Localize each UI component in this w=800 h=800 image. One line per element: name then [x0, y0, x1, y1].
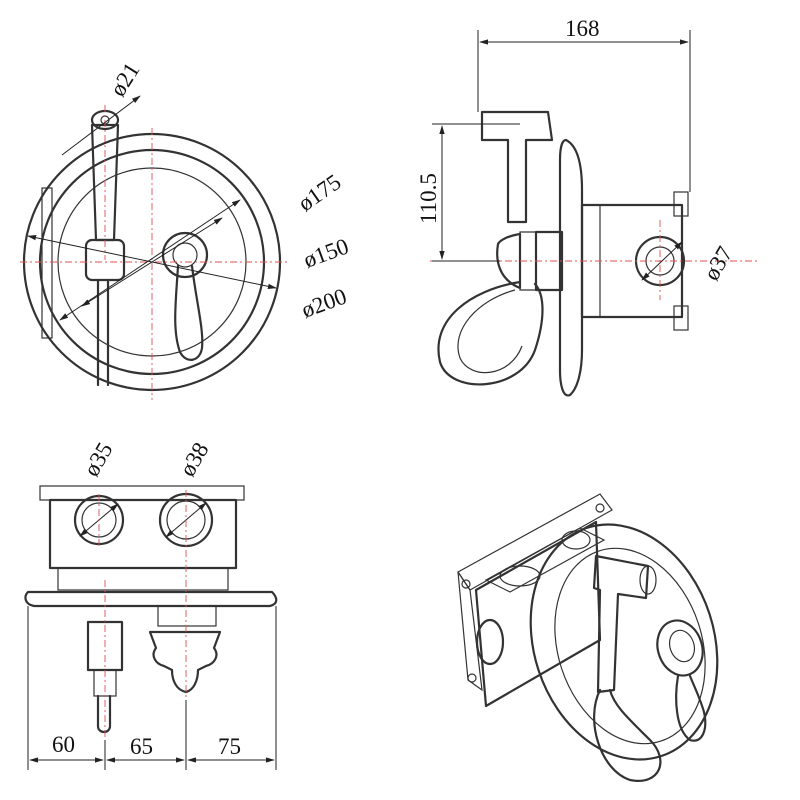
side-hose-loop [437, 280, 544, 386]
bottom-box-base [57, 567, 229, 591]
label-65: 65 [130, 734, 153, 759]
iso-box-top [484, 527, 606, 593]
label-d37: ø37 [699, 242, 738, 284]
iso-box-port-front [475, 618, 505, 666]
iso-round-plate-inner [554, 547, 706, 745]
front-lever-base [161, 231, 209, 279]
iso-plate-left-edge [457, 571, 483, 692]
iso-screw-1 [461, 579, 471, 589]
label-d150: ø150 [300, 233, 352, 272]
bottom-box-flange [39, 485, 245, 501]
iso-box-front [474, 520, 602, 708]
side-hose-inner [457, 289, 523, 374]
dim-d37-line [641, 241, 683, 281]
iso-box-port-top [499, 565, 541, 587]
side-view: 168 110.5 ø37 [416, 16, 760, 397]
label-d175: ø175 [294, 169, 346, 216]
iso-screw-3 [467, 673, 477, 683]
bottom-wall-plate [24, 590, 278, 608]
iso-lever-handle [675, 674, 707, 742]
front-box-edge-left [41, 187, 53, 339]
side-box-flange-bottom [673, 305, 689, 331]
label-d38: ø38 [175, 438, 214, 480]
bottom-valve-collar [157, 605, 217, 627]
label-75: 75 [218, 734, 241, 759]
side-box-flange-top [673, 191, 689, 217]
iso-hose [593, 688, 662, 782]
side-wall-plate [558, 138, 584, 397]
iso-valve-hub [668, 629, 696, 663]
bottom-valve-body [148, 630, 222, 694]
front-lever-handle [174, 264, 204, 361]
label-d200: ø200 [298, 283, 350, 322]
dim-d21-leader [61, 95, 141, 156]
dim-d150-line [81, 217, 223, 307]
iso-box-port-top-2 [561, 530, 591, 550]
iso-plate-top-edge [457, 493, 613, 591]
iso-screw-2 [595, 503, 605, 513]
iso-valve-knob [656, 619, 704, 677]
iso-round-plate-outer [529, 523, 719, 761]
bottom-view: ø35 ø38 60 65 75 [24, 438, 278, 770]
bottom-shower-stem [96, 694, 112, 734]
front-view: ø21 ø175 ø150 ø200 [20, 58, 352, 400]
iso-shower-holder [592, 554, 650, 694]
iso-shower-nozzle [639, 565, 657, 595]
label-110: 110.5 [416, 173, 441, 224]
label-60: 60 [52, 732, 75, 757]
isometric-view [457, 493, 719, 782]
side-shower-holder [480, 110, 554, 224]
label-168: 168 [565, 16, 600, 41]
label-d35: ø35 [79, 438, 118, 480]
label-d21: ø21 [105, 58, 144, 101]
